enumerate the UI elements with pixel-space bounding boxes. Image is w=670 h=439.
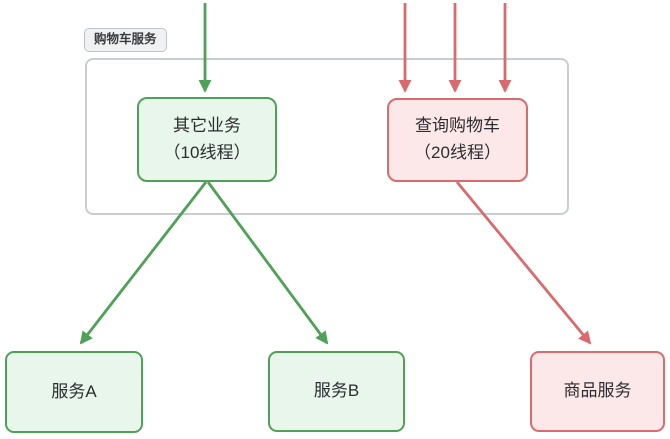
node-product-service-label: 商品服务 [563,381,632,401]
node-other-business: 其它业务 （10线程） [137,97,277,182]
node-other-business-line2: （10线程） [163,142,251,162]
node-product-service: 商品服务 [530,351,665,432]
node-query-cart-line1: 查询购物车 [415,116,500,136]
node-service-a: 服务A [5,351,143,433]
node-service-b-label: 服务B [313,381,360,401]
node-other-business-line1: 其它业务 [173,115,241,135]
node-query-cart-line2: （20线程） [414,143,501,162]
node-service-b: 服务B [268,351,405,432]
node-service-a-label: 服务A [51,381,97,401]
node-query-cart: 查询购物车 （20线程） [387,98,528,182]
cart-service-group-label: 购物车服务 [84,28,167,52]
